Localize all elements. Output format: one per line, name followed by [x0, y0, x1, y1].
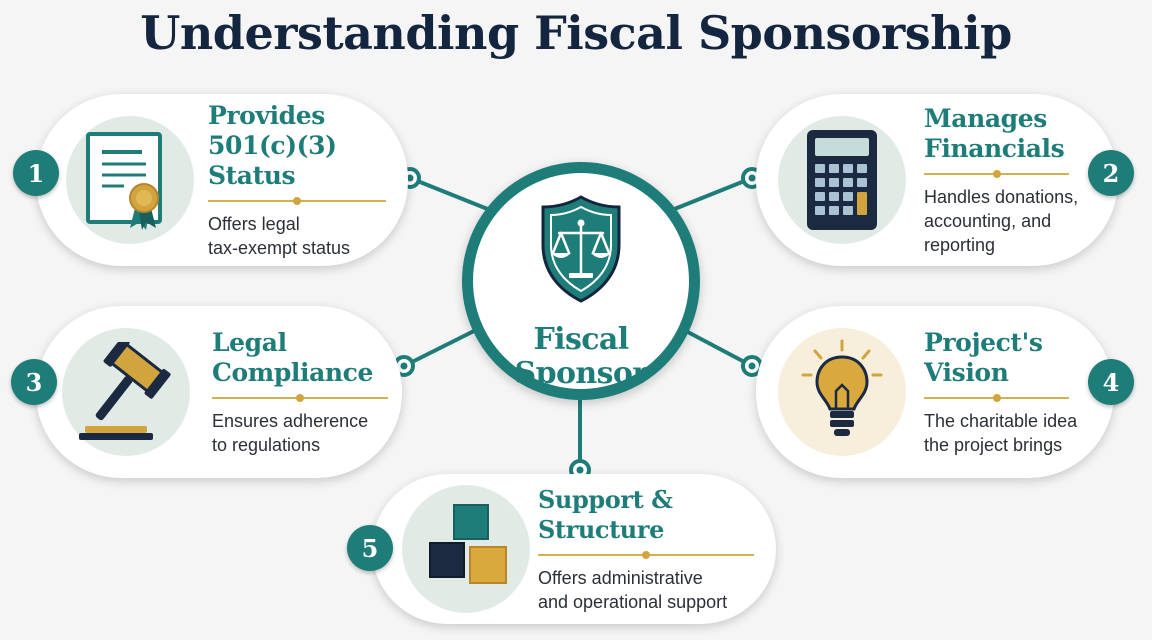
card-2-title: Manages Financials [924, 103, 1065, 163]
card-4-title: Project's Vision [924, 327, 1043, 387]
card-1-description: Offers legal tax-exempt status [208, 213, 351, 258]
badge-4: 4 [1088, 359, 1134, 405]
card-provides-status: Provides 501(c)(3) Status Offers legal t… [36, 94, 408, 266]
card-5-description: Offers administrative and operational su… [538, 567, 728, 612]
shield-scales-icon [541, 195, 621, 303]
hub-label: Fiscal Sponsor [514, 322, 649, 391]
badge-2: 2 [1088, 150, 1134, 196]
card-3-title: Legal Compliance [212, 327, 374, 387]
card-4-divider [924, 393, 1069, 402]
connector-2 [671, 176, 753, 212]
badge-3: 3 [11, 359, 57, 405]
card-2-description: Handles donations, accounting, and repor… [924, 186, 1079, 255]
card-support-structure: Support & Structure Offers administrativ… [372, 474, 776, 624]
card-5-title: Support & Structure [538, 484, 673, 544]
card-1-divider [208, 196, 386, 205]
card-1-title: Provides 501(c)(3) Status [208, 100, 337, 190]
badge-1: 1 [13, 150, 59, 196]
calculator-icon [807, 130, 877, 230]
card-legal-compliance: Legal Compliance Ensures adherence to re… [36, 306, 402, 478]
fiscal-sponsor-hub: Fiscal Sponsor [462, 162, 700, 400]
card-projects-vision: Project's Vision The charitable idea the… [756, 306, 1114, 478]
connector-1 [409, 176, 491, 212]
card-2-divider [924, 169, 1069, 178]
gavel-icon [79, 342, 171, 440]
card-3-description: Ensures adherence to regulations [212, 410, 369, 455]
connector-3 [403, 328, 477, 368]
card-4-description: The charitable idea the project brings [924, 410, 1078, 455]
card-5-icon-circle [402, 485, 530, 613]
badge-5: 5 [347, 525, 393, 571]
card-2-icon-circle [778, 116, 906, 244]
page-title: Understanding Fiscal Sponsorship [140, 6, 1012, 60]
connector-4 [683, 328, 753, 368]
card-1-icon-circle [66, 116, 194, 244]
card-5-divider [538, 550, 754, 559]
card-3-icon-circle [62, 328, 190, 456]
card-manages-financials: Manages Financials Handles donations, ac… [756, 94, 1118, 266]
card-4-icon-circle [778, 328, 906, 456]
certificate-icon [86, 132, 162, 230]
cubes-icon [429, 504, 507, 584]
lightbulb-icon [801, 339, 883, 436]
card-3-divider [212, 393, 388, 402]
